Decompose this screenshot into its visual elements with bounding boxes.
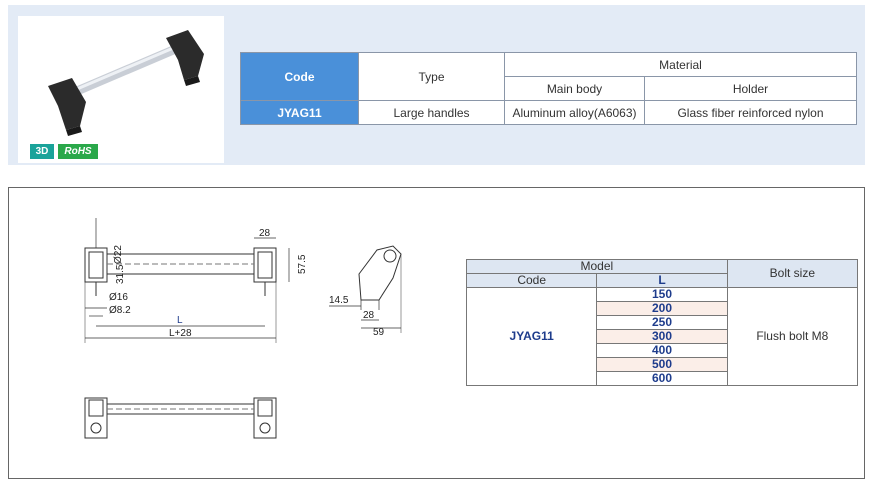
- main-body-value: Aluminum alloy(A6063): [504, 100, 645, 125]
- side-view: [329, 245, 402, 333]
- 3d-badge[interactable]: 3D: [30, 144, 54, 159]
- length-value: 200: [596, 301, 728, 316]
- dim-l: L: [177, 315, 183, 326]
- dim-31-5: 31.5: [115, 264, 126, 284]
- holder-value: Glass fiber reinforced nylon: [644, 100, 857, 125]
- rohs-badge: RoHS: [58, 144, 98, 159]
- dim-28-side: 28: [363, 310, 375, 321]
- handle-illustration: [48, 30, 204, 136]
- dimension-drawing: Ø22 28 57.5 31.5 Ø16 Ø8.2 L L+28 14.5 28…: [84, 218, 402, 439]
- dim-d22: Ø22: [113, 245, 124, 264]
- product-photo: 3D RoHS: [18, 16, 224, 163]
- dim-d8-2: Ø8.2: [109, 305, 131, 316]
- code-value: JYAG11: [240, 100, 359, 125]
- material-header: Material: [504, 52, 857, 77]
- dim-59: 59: [373, 327, 385, 338]
- product-info-band: 3D RoHS Code Type Material Main body Hol…: [8, 5, 865, 165]
- bolt-size-header: Bolt size: [726, 259, 859, 288]
- bottom-view: [84, 397, 277, 439]
- model-header: Model: [466, 259, 728, 274]
- technical-drawing-panel: Ø22 28 57.5 31.5 Ø16 Ø8.2 L L+28 14.5 28…: [8, 187, 865, 479]
- l-col-header: L: [596, 273, 728, 288]
- holder-header: Holder: [644, 76, 857, 101]
- length-value: 250: [596, 315, 728, 330]
- length-value: 600: [596, 371, 728, 386]
- model-code: JYAG11: [465, 287, 598, 386]
- dim-57-5: 57.5: [297, 254, 308, 274]
- material-table: Code Type Material Main body Holder JYAG…: [240, 52, 857, 125]
- bolt-size-value: Flush bolt M8: [726, 287, 859, 386]
- type-value: Large handles: [358, 100, 505, 125]
- code-header: Code: [240, 52, 359, 101]
- length-value: 500: [596, 357, 728, 372]
- model-table: Model Bolt size Code L JYAG11 150 Flush …: [465, 259, 859, 386]
- dim-28-top: 28: [259, 228, 271, 239]
- dim-14-5: 14.5: [329, 295, 349, 306]
- length-value: 400: [596, 343, 728, 358]
- dim-d16: Ø16: [109, 292, 128, 303]
- main-body-header: Main body: [504, 76, 645, 101]
- front-view: [84, 218, 290, 343]
- type-header: Type: [358, 52, 505, 101]
- code-col-header: Code: [465, 273, 598, 288]
- length-value: 150: [596, 287, 728, 302]
- dim-l-plus-28: L+28: [169, 328, 192, 339]
- length-value: 300: [596, 329, 728, 344]
